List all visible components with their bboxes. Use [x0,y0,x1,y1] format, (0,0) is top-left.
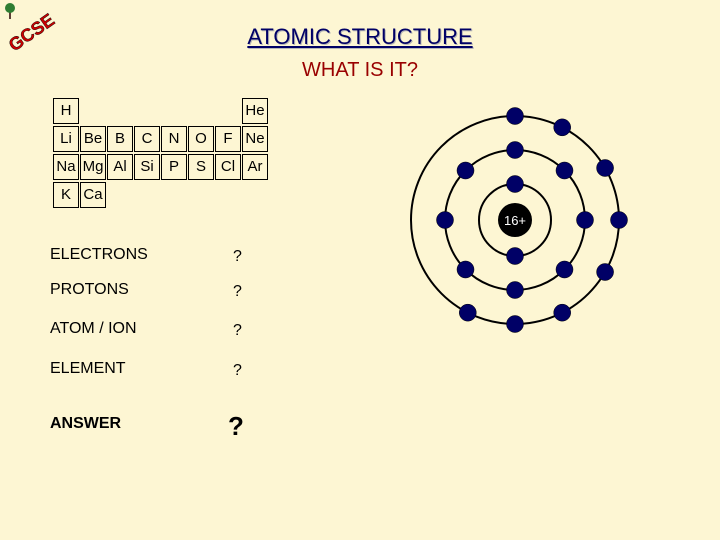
question-value-protons: ? [233,283,242,301]
electron-shell2-5 [507,282,524,299]
tree-icon [5,3,15,19]
electron-shell2-8 [457,162,474,179]
element-cell-b: B [107,126,133,152]
element-cell-na: Na [53,154,79,180]
question-label-electrons: ELECTRONS [50,246,148,264]
question-value-element: ? [233,362,242,380]
element-cell-si: Si [134,154,160,180]
answer-value: ? [228,411,244,442]
electron-shell1-1 [507,176,524,193]
question-label-atom-ion: ATOM / ION [50,320,137,338]
electron-shell2-2 [556,162,573,179]
electron-shell2-7 [437,212,454,229]
electron-shell2-6 [457,261,474,278]
element-cell-li: Li [53,126,79,152]
electron-shell2-4 [556,261,573,278]
element-cell-al: Al [107,154,133,180]
element-cell-s: S [188,154,214,180]
atom-diagram: 16+ [395,100,635,340]
electron-shell2-3 [577,212,594,229]
electron-shell1-2 [507,248,524,265]
element-cell-h: H [53,98,79,124]
electron-shell3-6 [554,304,571,321]
element-cell-f: F [215,126,241,152]
answer-label: ANSWER [50,415,121,433]
element-cell-be: Be [80,126,106,152]
question-value-electrons: ? [233,248,242,266]
question-value-atom-ion: ? [233,322,242,340]
electron-shell3-5 [597,264,614,281]
electron-shell3-4 [611,212,628,229]
element-cell-ar: Ar [242,154,268,180]
question-label-protons: PROTONS [50,281,129,299]
element-cell-k: K [53,182,79,208]
gcse-logo: GCSE [0,0,60,60]
electron-shell3-3 [597,160,614,177]
electron-shell3-1 [507,108,524,125]
electron-shell2-1 [507,142,524,159]
electron-shell3-2 [554,119,571,136]
element-cell-ne: Ne [242,126,268,152]
element-cell-ca: Ca [80,182,106,208]
element-cell-n: N [161,126,187,152]
page-title: ATOMIC STRUCTURE [180,24,540,50]
element-cell-o: O [188,126,214,152]
element-cell-c: C [134,126,160,152]
nucleus-label: 16+ [504,213,526,228]
element-cell-p: P [161,154,187,180]
question-label-element: ELEMENT [50,360,126,378]
electron-shell3-7 [507,316,524,333]
logo-text: GCSE [5,10,58,56]
electron-shell3-8 [459,304,476,321]
element-cell-he: He [242,98,268,124]
element-cell-cl: Cl [215,154,241,180]
element-cell-mg: Mg [80,154,106,180]
page-subtitle: WHAT IS IT? [200,59,520,82]
